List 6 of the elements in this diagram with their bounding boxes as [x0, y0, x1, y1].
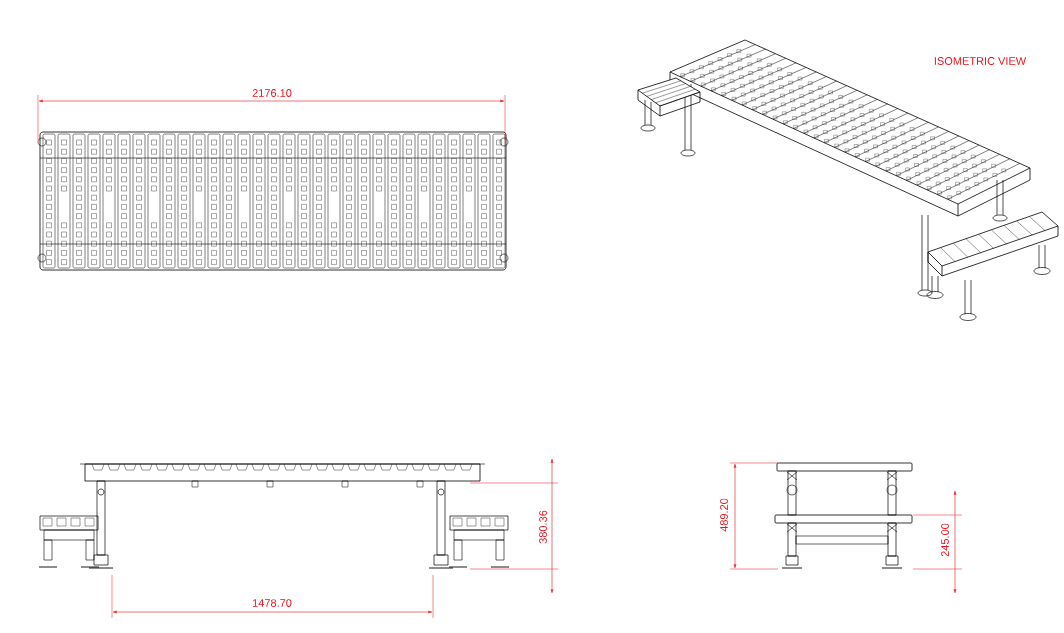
view-title: ISOMETRIC VIEW — [932, 56, 1028, 66]
dimension-text: 380.36 — [538, 509, 548, 545]
dimension-text: 245.00 — [940, 522, 950, 558]
dimension-text: 2176.10 — [251, 88, 293, 98]
dimension-text: 489.20 — [719, 497, 729, 533]
dimension-text: 1478.70 — [251, 598, 293, 608]
